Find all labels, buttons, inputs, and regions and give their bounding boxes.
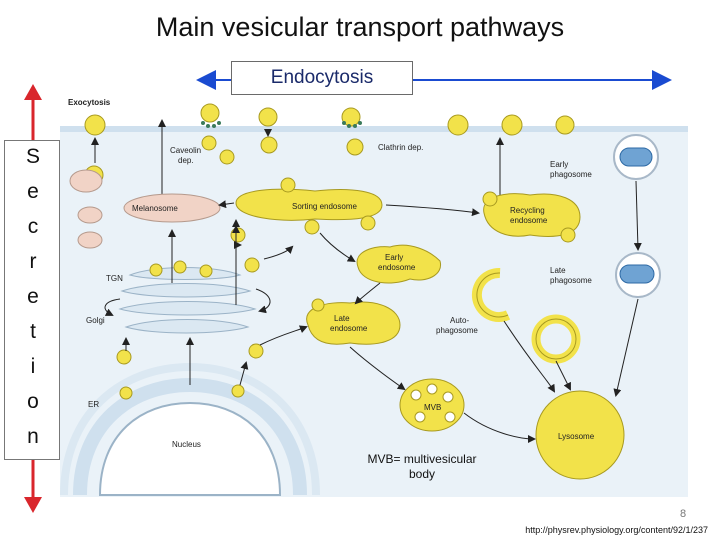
page-title: Main vesicular transport pathways (155, 12, 565, 42)
label-late-endosome-2: endosome (330, 324, 368, 333)
label-nucleus: Nucleus (172, 440, 201, 449)
secretion-arrow (24, 84, 42, 513)
vesicular-transport-diagram: Exocytosis Caveolin dep. Clathrin dep. M… (60, 95, 688, 497)
endocytosis-label: Endocytosis (231, 61, 413, 95)
secretion-letter: e (27, 285, 39, 308)
mvb-footnote: MVB= multivesicular body (356, 452, 488, 482)
label-golgi: Golgi (86, 316, 105, 325)
label-recycling-1: Recycling (510, 206, 545, 215)
membrane-vesicles (84, 103, 575, 136)
label-exocytosis: Exocytosis (68, 98, 111, 107)
label-melanosome: Melanosome (132, 204, 178, 213)
label-early-phagosome-1: Early (550, 160, 568, 169)
secretion-letter: c (27, 215, 39, 238)
secretion-letter: i (30, 355, 36, 378)
label-early-phagosome-2: phagosome (550, 170, 592, 179)
label-autophagosome-1: Auto- (450, 316, 469, 325)
secretion-letter: n (27, 425, 39, 448)
label-autophagosome-2: phagosome (436, 326, 478, 335)
page-number: 8 (680, 508, 687, 520)
secretion-letter: t (30, 320, 36, 343)
secretion-letter: e (27, 180, 39, 203)
secretion-letter: S (25, 145, 40, 168)
label-early-endosome-1: Early (385, 253, 403, 262)
mvb-footnote-line2: body (408, 467, 436, 481)
secretion-label: S e c r e t i o n (4, 140, 60, 460)
label-lysosome: Lysosome (558, 432, 595, 441)
label-late-phagosome-2: phagosome (550, 276, 592, 285)
label-late-endosome-1: Late (334, 314, 350, 323)
label-early-endosome-2: endosome (378, 263, 416, 272)
label-late-phagosome-1: Late (550, 266, 566, 275)
label-tgn: TGN (106, 274, 123, 283)
label-recycling-2: endosome (510, 216, 548, 225)
secretion-letter: o (27, 390, 39, 413)
source-url[interactable]: http://physrev.physiology.org/content/92… (525, 525, 708, 535)
mvb-footnote-line1: MVB= multivesicular (367, 452, 477, 466)
label-clathrin: Clathrin dep. (378, 143, 423, 152)
endocytosis-arrow (196, 70, 672, 90)
secretion-letter: r (29, 250, 37, 273)
label-caveolin-dep: dep. (178, 156, 194, 165)
label-mvb: MVB (424, 403, 441, 412)
label-sorting-endosome: Sorting endosome (292, 202, 357, 211)
label-caveolin: Caveolin (170, 146, 201, 155)
label-er: ER (88, 400, 99, 409)
